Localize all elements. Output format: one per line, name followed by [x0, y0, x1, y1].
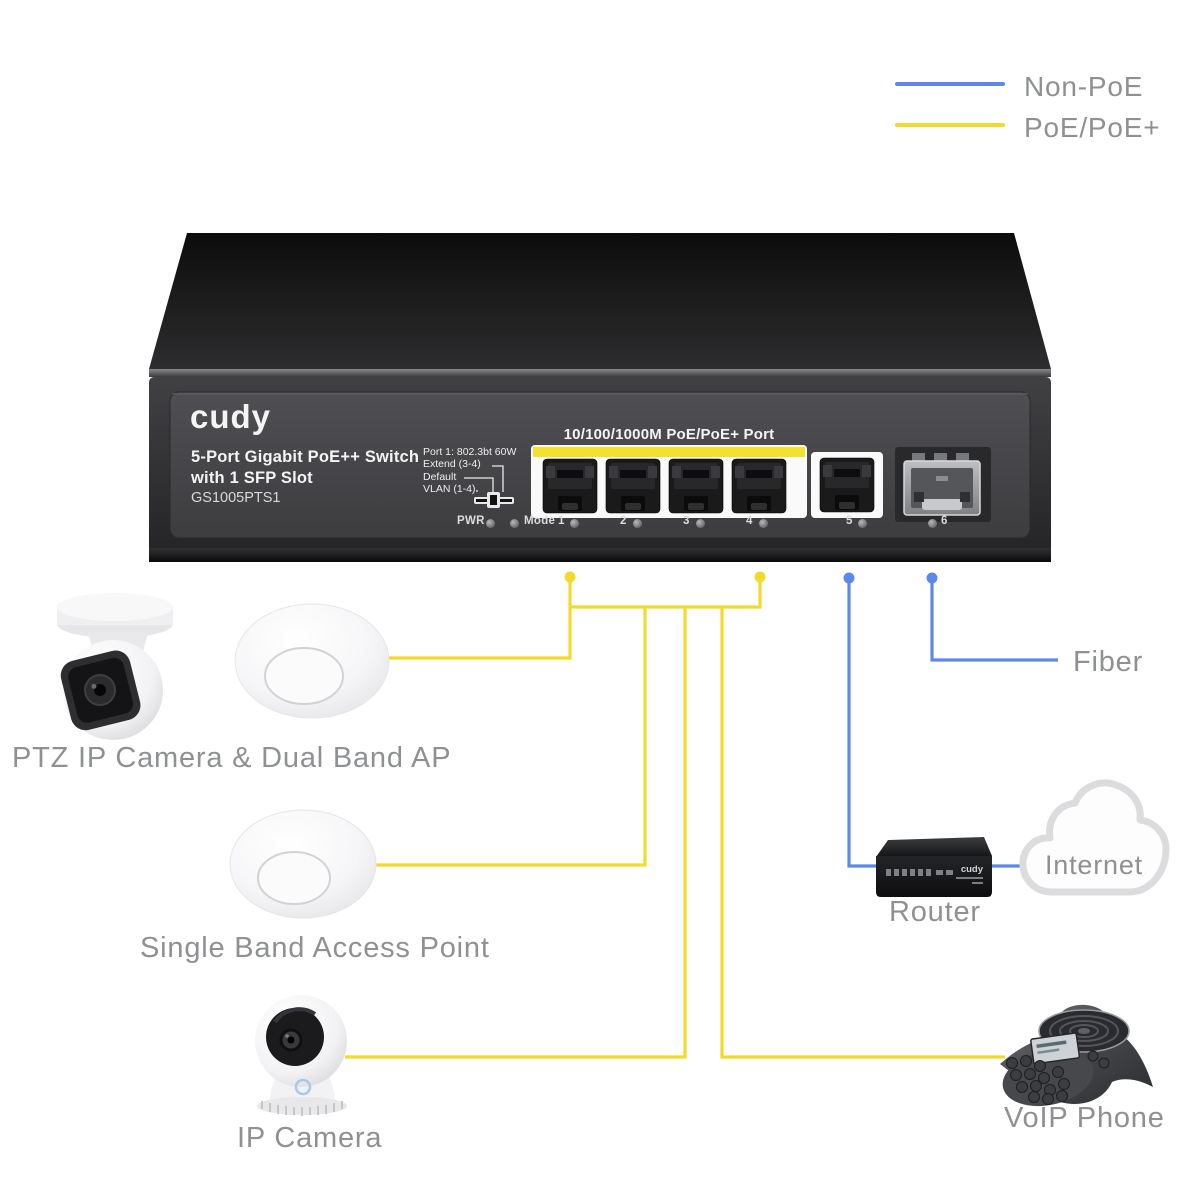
voip-phone-label: VoIP Phone — [1004, 1102, 1165, 1134]
rj45-port-2 — [605, 458, 661, 514]
legend-label-poe: PoE/PoE+ — [1024, 112, 1161, 143]
ip-camera-icon — [255, 995, 347, 1116]
port-1-led — [570, 519, 579, 528]
ptz-camera-icon — [57, 593, 173, 740]
rj45-port-3 — [668, 458, 724, 514]
port-4-led — [759, 519, 768, 528]
mode-slider-switch — [474, 492, 514, 508]
dip-note-extend: Extend (3-4) — [423, 458, 481, 471]
switch-brand-logo: cudy — [190, 398, 272, 435]
port-6-label: 6 — [941, 515, 948, 527]
uplink-port-panel — [811, 452, 883, 518]
port-6-led — [928, 519, 937, 528]
ip-camera-label: IP Camera — [237, 1122, 383, 1154]
port-2-led — [633, 519, 642, 528]
rj45-port-1 — [542, 458, 598, 514]
legend-label-non-poe: Non-PoE — [1024, 71, 1144, 102]
switch-title-line2: with 1 SFP Slot — [191, 469, 313, 487]
switch-illustration — [149, 233, 1051, 562]
router-brand-text: cudy — [961, 864, 984, 875]
legend-line-non-poe — [895, 82, 1005, 86]
dip-switch-pointer-lines — [464, 465, 504, 492]
non-poe-connection-dots — [843, 572, 938, 584]
ports-header-label: 10/100/1000M PoE/PoE+ Port — [563, 426, 775, 443]
ptz-and-ap-label: PTZ IP Camera & Dual Band AP — [12, 742, 452, 774]
legend-line-poe — [895, 123, 1005, 127]
single-band-ap-icon — [229, 809, 377, 919]
port-3-label: 3 — [683, 515, 690, 527]
port-4-label: 4 — [746, 515, 753, 527]
mode-label: Mode — [524, 515, 556, 527]
dip-note-vlan: VLAN (1-4) — [423, 483, 476, 496]
switch-title-line1: 5-Port Gigabit PoE++ Switch — [191, 448, 420, 466]
voip-phone-icon — [1000, 1004, 1153, 1107]
port-1-label: 1 — [558, 515, 565, 527]
port-5-led — [858, 519, 867, 528]
single-ap-label: Single Band Access Point — [140, 932, 490, 964]
port-2-label: 2 — [620, 515, 627, 527]
internet-cloud-icon — [1019, 779, 1170, 896]
port-3-led — [696, 519, 705, 528]
fiber-label: Fiber — [1073, 646, 1144, 678]
dip-note-default: Default — [423, 470, 457, 483]
port-5-label: 5 — [846, 515, 853, 527]
rj45-port-5 — [819, 457, 875, 513]
dual-band-ap-icon — [234, 603, 390, 719]
router-label: Router — [889, 896, 981, 928]
sfp-slot — [895, 447, 991, 522]
switch-model-number: GS1005PTS1 — [191, 490, 281, 506]
dip-switch-notes: Port 1: 802.3bt 60W Extend (3-4) Default… — [423, 446, 516, 496]
pwr-led — [486, 519, 495, 528]
internet-label: Internet — [1045, 850, 1143, 880]
router-icon: cudy — [876, 837, 992, 897]
dip-note-port1: Port 1: 802.3bt 60W — [423, 446, 517, 458]
poe-connection-dots — [564, 571, 766, 583]
pwr-label: PWR — [457, 515, 485, 527]
poe-ports-panel — [531, 445, 807, 518]
rj45-port-4 — [731, 458, 787, 514]
poe-lines — [345, 577, 1005, 1059]
mode-led — [510, 519, 519, 528]
